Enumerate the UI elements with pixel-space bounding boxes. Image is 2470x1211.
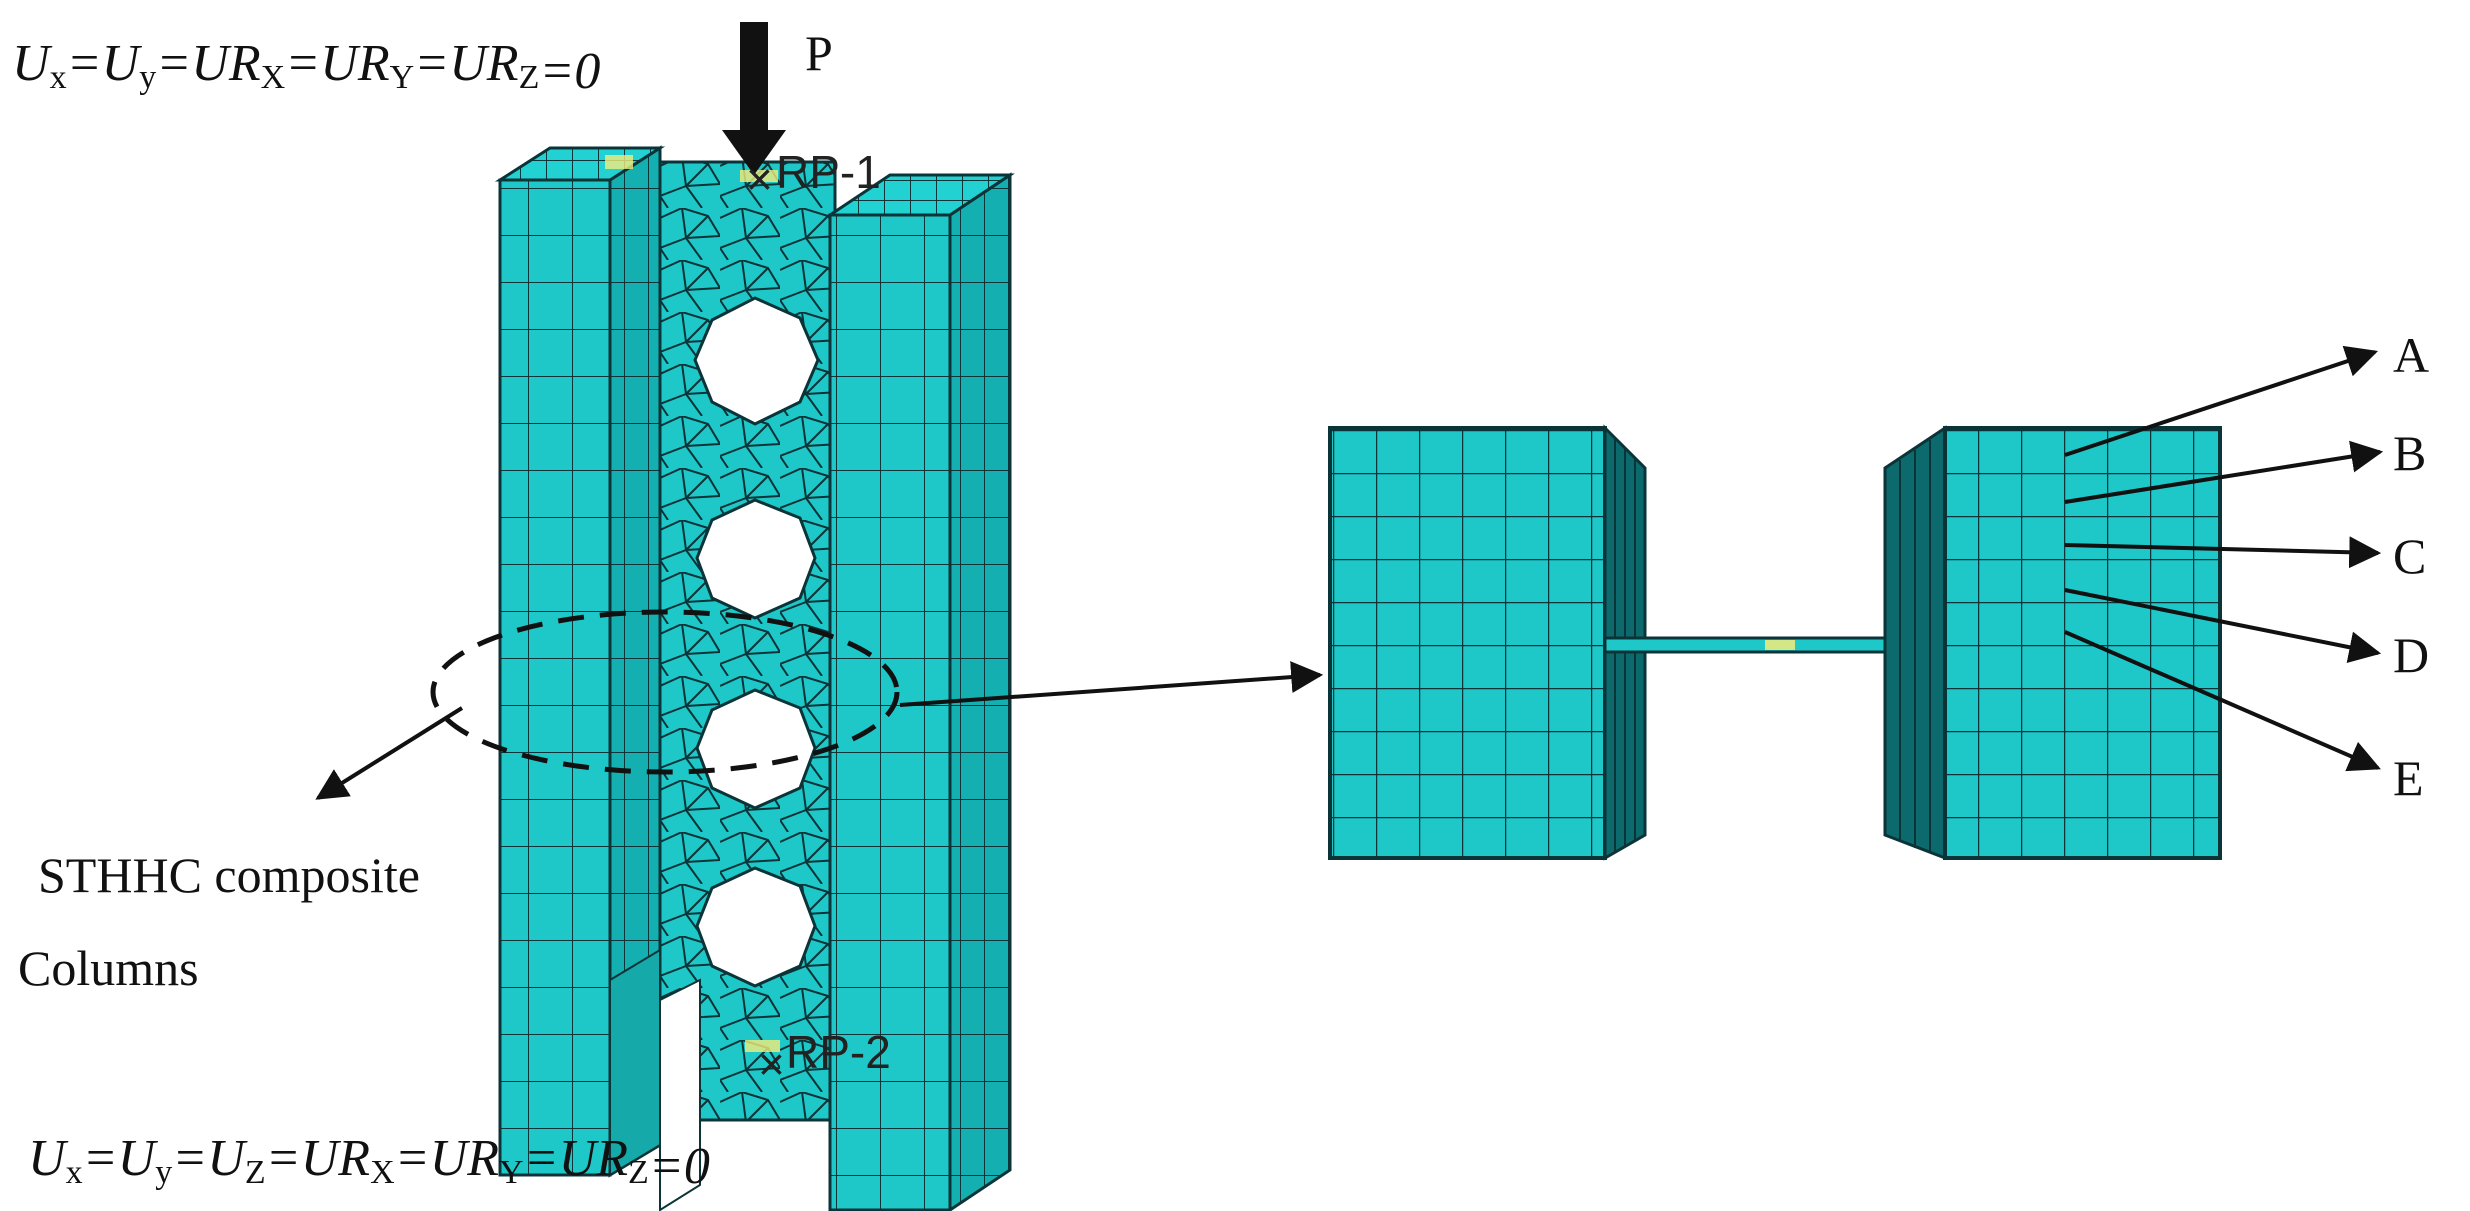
composite-arrow	[315, 706, 464, 800]
bc-term: =UR	[156, 35, 260, 92]
section-arrow	[899, 661, 1324, 707]
bc-term: =UR	[395, 1130, 499, 1187]
rp2-cross-marker-icon: ×	[758, 1038, 785, 1090]
boundary-condition-bottom: Ux=Uy=UZ=URX=URY=URZ=0	[28, 1130, 710, 1195]
section-right-concrete	[1943, 426, 2222, 860]
bc-subscript: X	[370, 1154, 395, 1191]
bc-term: =0	[649, 1138, 710, 1195]
rp2-label: RP-2	[786, 1026, 891, 1078]
section-ellipse	[430, 609, 900, 775]
bc-subscript: y	[155, 1154, 172, 1191]
bc-term: =UR	[524, 1130, 628, 1187]
composite-label-line2: Columns	[18, 940, 199, 996]
bc-term: =U	[83, 1130, 159, 1187]
load-label: P	[805, 25, 833, 81]
composite-label-line1: STHHC composite	[38, 847, 420, 903]
arrow-e	[2064, 630, 2381, 772]
bc-term: U	[28, 1130, 69, 1187]
load-arrow-icon	[722, 22, 786, 175]
web-holes	[693, 296, 820, 988]
bc-subscript: X	[261, 59, 286, 96]
bc-subscript: Z	[245, 1154, 266, 1191]
left-column-block	[494, 145, 666, 1178]
point-label-a: A	[2393, 327, 2429, 383]
bc-term: =UR	[266, 1130, 370, 1187]
column-3d-model	[494, 145, 1015, 1211]
boundary-condition-top: Ux=Uy=URX=URY=URZ=0	[12, 35, 600, 100]
bc-subscript: Y	[499, 1154, 524, 1191]
bc-subscript: Y	[390, 59, 415, 96]
bc-subscript: Z	[519, 59, 540, 96]
arrow-c	[2064, 536, 2382, 569]
section-left-concrete	[1328, 426, 1607, 860]
point-label-c: C	[2393, 528, 2426, 584]
bc-subscript: y	[139, 59, 156, 96]
point-label-d: D	[2393, 627, 2429, 683]
column-web	[653, 160, 837, 1122]
point-label-b: B	[2393, 425, 2426, 481]
bc-subscript: x	[66, 1154, 83, 1191]
bc-term: =UR	[414, 35, 518, 92]
bc-term: =U	[172, 1130, 248, 1187]
bc-subscript: x	[50, 59, 67, 96]
bc-term: =U	[67, 35, 143, 92]
rp1-cross-marker-icon: ×	[746, 153, 773, 205]
point-label-e: E	[2393, 750, 2424, 806]
rp1-label: RP-1	[776, 146, 881, 198]
bc-term: U	[12, 35, 53, 92]
bc-term: =UR	[285, 35, 389, 92]
arrow-a	[2064, 345, 2379, 457]
arrow-b	[2064, 440, 2384, 504]
bc-term: =0	[539, 43, 600, 100]
arrow-d	[2064, 588, 2382, 664]
bc-subscript: Z	[628, 1154, 649, 1191]
point-arrows	[2064, 345, 2384, 772]
